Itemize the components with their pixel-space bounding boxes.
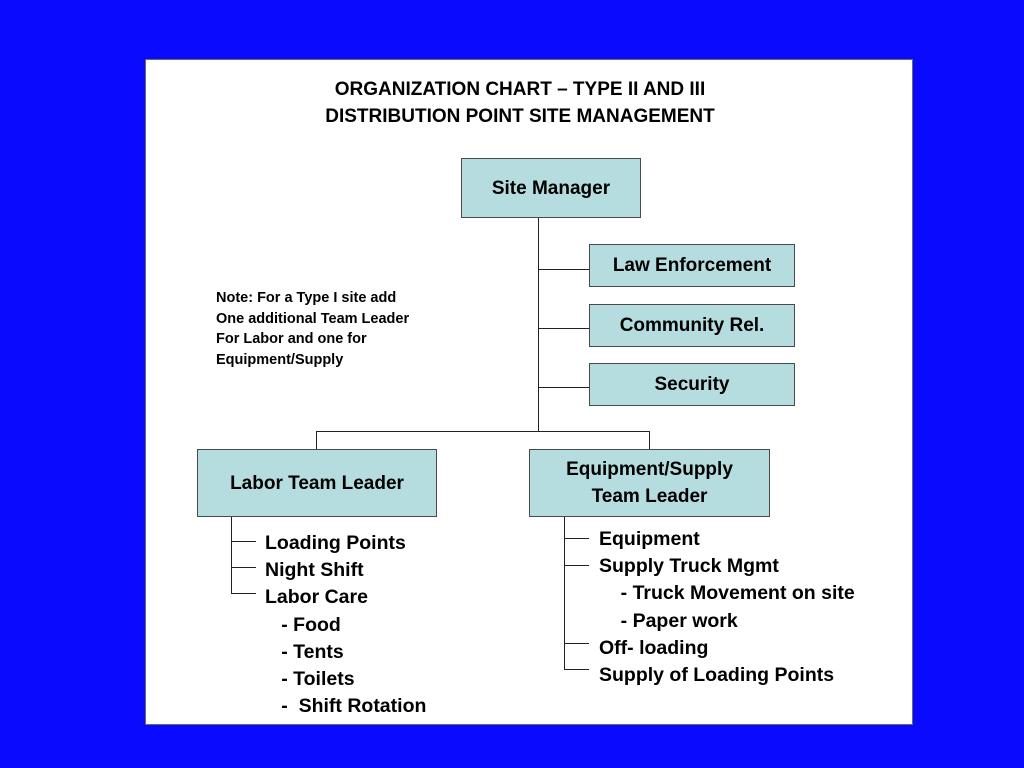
connector-labor-care [231,593,256,594]
list-item: Night Shift [265,559,364,582]
labor-team-leader-box: Labor Team Leader [197,449,437,517]
community-rel-label: Community Rel. [619,315,765,336]
security-label: Security [654,374,730,395]
connector-security [538,387,589,388]
law-enforcement-box: Law Enforcement [589,244,795,287]
chart-title-line-2: DISTRIBUTION POINT SITE MANAGEMENT [325,106,715,127]
list-item: Supply Truck Mgmt [599,555,779,578]
site-manager-box: Site Manager [461,158,641,218]
connector-equipment-drop [649,431,650,449]
site-manager-label: Site Manager [491,177,611,199]
list-item: - Paper work [599,609,738,632]
list-item: Off- loading [599,636,709,659]
list-item: Loading Points [265,532,406,554]
connector-supply-loading-points [564,669,589,670]
labor-team-leader-label: Labor Team Leader [230,472,404,494]
security-box: Security [589,363,795,406]
list-item: Labor Care [265,586,368,609]
chart-title-line-1: ORGANIZATION CHART – TYPE II AND III [334,79,706,100]
type-one-site-note: Note: For a Type I site add One addition… [216,288,466,370]
labor-duties-list: Loading Points Night Shift Labor Care - … [265,530,426,720]
note-line: Note: For a Type I site add [216,290,397,306]
list-item: - Tents [265,640,344,663]
law-enforcement-label: Law Enforcement [612,255,772,276]
list-item: - Food [265,613,341,636]
connector-team-leaders-bar [316,431,650,432]
list-item: Equipment [599,528,700,550]
connector-equipment [564,538,589,539]
note-line: One additional Team Leader [216,310,410,327]
connector-off-loading [564,643,589,644]
list-item: - Truck Movement on site [599,582,855,605]
note-line: Equipment/Supply [216,351,344,368]
note-line: For Labor and one for [216,331,367,347]
equipment-supply-label-line-1: Equipment/Supply [566,459,733,480]
connector-manager-trunk [538,218,539,432]
org-chart-slide: ORGANIZATION CHART – TYPE II AND III DIS… [145,59,913,725]
list-item: Supply of Loading Points [599,664,835,687]
connector-law-enforcement [538,269,589,270]
connector-labor-drop [316,431,317,449]
connector-equipment-list-trunk [564,517,565,670]
equipment-duties-list: Equipment Supply Truck Mgmt - Truck Move… [599,526,855,689]
connector-loading-points [231,541,256,542]
connector-supply-truck-mgmt [564,565,589,566]
chart-title: ORGANIZATION CHART – TYPE II AND III DIS… [146,76,894,130]
equipment-supply-label-line-2: Team Leader [591,486,708,507]
connector-night-shift [231,567,256,568]
connector-labor-list-trunk [231,517,232,594]
connector-community-rel [538,328,589,329]
equipment-supply-team-leader-box: Equipment/Supply Team Leader [529,449,770,517]
list-item: - Shift Rotation [265,695,427,718]
list-item: - Toilets [265,668,355,691]
community-rel-box: Community Rel. [589,304,795,347]
